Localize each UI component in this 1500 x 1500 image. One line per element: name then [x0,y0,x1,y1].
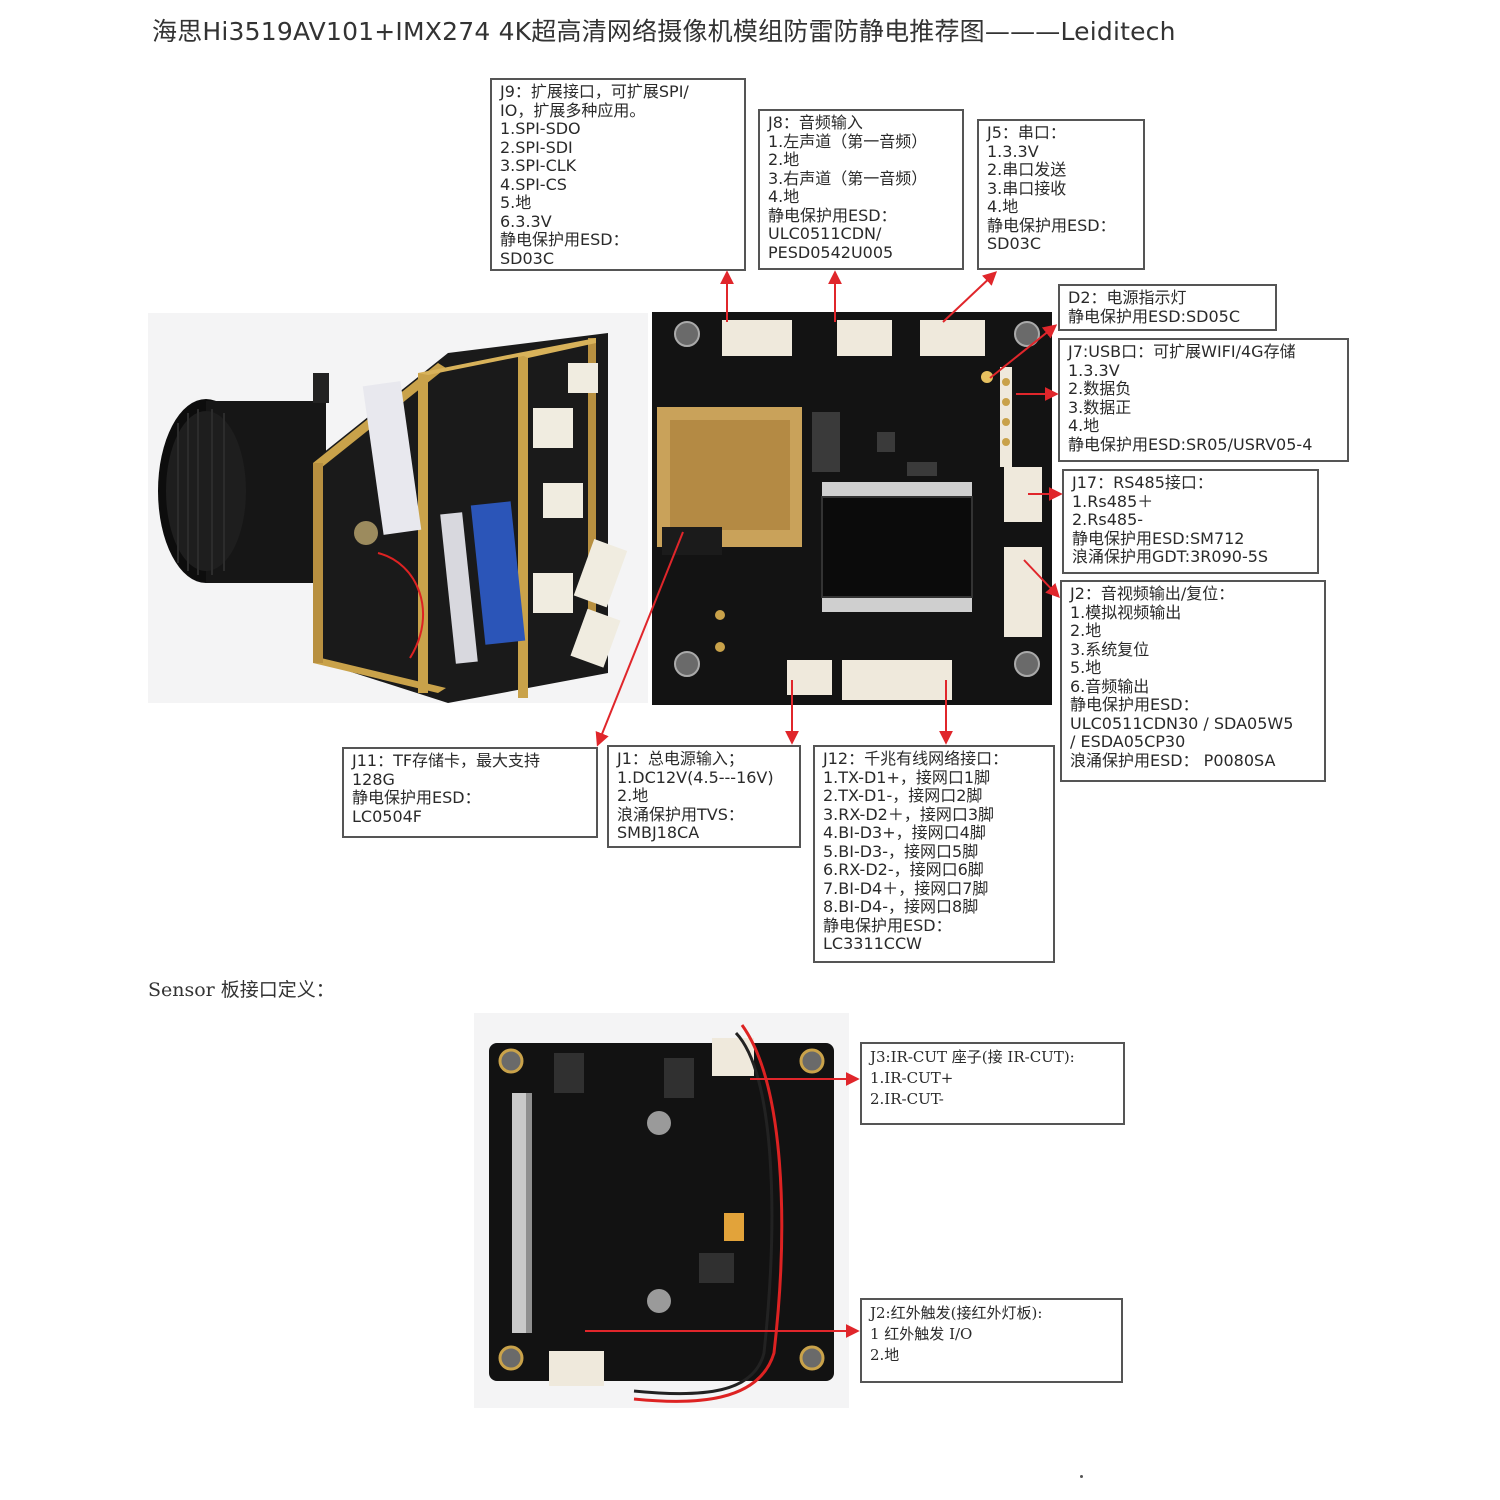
box-line: ULC0511CDN/ [768,224,882,243]
box-line: 5.地 [1070,658,1102,677]
box-line: 1.TX-D1+，接网口1脚 [823,767,991,787]
box-line: J1：总电源输入； [617,749,744,768]
box-line: J2：音视频输出/复位： [1070,584,1235,603]
box-line: 4.SPI-CS [500,174,567,194]
box-line: SMBJ18CA [617,823,700,842]
box-line: 2.Rs485- [1072,510,1144,529]
box-line: 静电保护用ESD： [352,788,481,807]
box-line: PESD0542U005 [768,242,894,262]
box-line: SD03C [987,234,1042,253]
box-line: J7:USB口：可扩展WIFI/4G存储 [1068,342,1296,361]
box-line: 2.地 [1070,621,1102,640]
box-line: 2.地 [870,1346,900,1364]
box-line: J11：TF存储卡，最大支持 [352,751,541,770]
box-line: 4.地 [768,187,800,206]
main-board-photo [652,312,1052,705]
box-line: 3.串口接收 [987,178,1067,198]
box-line: 1.IR-CUT+ [870,1069,954,1087]
j1-power-input-box: J1：总电源输入； 1.DC12V(4.5---16V) 2.地 浪涌保护用TV… [607,745,801,848]
box-line: 1 红外触发 I/O [870,1325,973,1343]
j12-ethernet-box: J12：千兆有线网络接口： 1.TX-D1+，接网口1脚 2.TX-D1-，接网… [813,745,1055,963]
j11-tf-card-box: J11：TF存储卡，最大支持 128G 静电保护用ESD： LC0504F [342,747,598,838]
box-line: 静电保护用ESD:SD05C [1068,306,1240,326]
stray-dot [1080,1475,1083,1478]
sensor-section-title: Sensor 板接口定义： [148,979,335,1001]
box-line: J2:红外触发(接红外灯板): [870,1304,1043,1322]
box-line: SD03C [500,248,555,268]
box-line: 2.SPI-SDI [500,137,573,157]
box-line: J8：音频输入 [768,113,863,132]
box-line: 2.串口发送 [987,160,1067,179]
box-line: 6.音频输出 [1070,676,1150,696]
j5-serial-box: J5：串口： 1.3.3V 2.串口发送 3.串口接收 4.地 静电保护用ESD… [977,119,1145,270]
box-line: LC0504F [352,806,423,826]
box-line: 浪涌保护用ESD： P0080SA [1070,750,1276,770]
box-line: / ESDA05CP30 [1070,732,1186,751]
box-line: 5.BI-D3-，接网口5脚 [823,841,979,861]
box-line: 8.BI-D4-，接网口8脚 [823,897,979,916]
box-line: 静电保护用ESD： [987,215,1116,235]
j2-av-output-box: J2：音视频输出/复位： 1.模拟视频输出 2.地 3.系统复位 5.地 6.音… [1060,580,1326,782]
box-line: LC3311CCW [823,934,922,953]
box-line: J17：RS485接口： [1072,473,1213,492]
box-line: ULC0511CDN30 / SDA05W5 [1070,713,1294,733]
box-line: 128G [352,769,395,789]
box-line: J12：千兆有线网络接口： [823,749,1009,768]
j17-rs485-box: J17：RS485接口： 1.Rs485＋ 2.Rs485- 静电保护用ESD:… [1062,469,1319,574]
box-line: 静电保护用ESD:SR05/USRV05-4 [1068,434,1313,454]
box-line: J9：扩展接口，可扩展SPI/ [500,82,689,101]
box-line: D2：电源指示灯 [1068,288,1187,307]
j8-audio-input-box: J8：音频输入 1.左声道（第一音频） 2.地 3.右声道（第一音频） 4.地 … [758,109,964,270]
box-line: 2.IR-CUT- [870,1090,944,1108]
box-line: 5.地 [500,193,532,212]
box-line: 1.3.3V [1068,360,1120,380]
box-line: 3.系统复位 [1070,639,1150,659]
box-line: 4.地 [1068,416,1100,435]
j2-ir-trigger-box: J2:红外触发(接红外灯板): 1 红外触发 I/O 2.地 [860,1298,1123,1383]
box-line: 1.3.3V [987,141,1039,161]
box-line: 3.数据正 [1068,397,1132,417]
box-line: 3.右声道（第一音频） [768,168,928,188]
box-line: 静电保护用ESD： [500,230,629,249]
box-line: 1.DC12V(4.5---16V) [617,767,774,787]
box-line: 2.数据负 [1068,379,1132,398]
j9-expansion-box: J9：扩展接口，可扩展SPI/ IO，扩展多种应用。 1.SPI-SDO 2.S… [490,78,746,271]
box-line: 1.Rs485＋ [1072,491,1154,511]
box-line: 3.RX-D2＋，接网口3脚 [823,804,995,824]
box-line: 2.地 [617,786,649,805]
box-line: 6.3.3V [500,211,552,231]
box-line: 4.BI-D3+，接网口4脚 [823,823,986,842]
d2-power-led-box: D2：电源指示灯 静电保护用ESD:SD05C [1058,284,1277,331]
box-line: 1.SPI-SDO [500,119,581,138]
box-line: 浪涌保护用GDT:3R090-5S [1072,547,1269,566]
box-line: 2.TX-D1-，接网口2脚 [823,786,983,805]
page-title: 海思Hi3519AV101+IMX274 4K超高清网络摄像机模组防雷防静电推荐… [152,17,1176,46]
box-line: J5：串口： [987,123,1066,142]
box-line: 静电保护用ESD： [768,205,897,225]
box-line: IO，扩展多种应用。 [500,100,646,120]
box-line: 1.模拟视频输出 [1070,602,1182,622]
box-line: 3.SPI-CLK [500,156,577,175]
box-line: 1.左声道（第一音频） [768,131,928,151]
box-line: 7.BI-D4＋，接网口7脚 [823,878,989,898]
sensor-board-photo [474,1013,849,1408]
box-line: 4.地 [987,197,1019,216]
box-line: 6.RX-D2-，接网口6脚 [823,860,984,879]
box-line: 静电保护用ESD:SM712 [1072,528,1245,548]
box-line: 浪涌保护用TVS： [617,804,744,824]
box-line: 静电保护用ESD： [823,915,952,935]
camera-module-photo [148,313,648,703]
box-line: J3:IR-CUT 座子(接 IR-CUT): [870,1048,1075,1066]
j7-usb-box: J7:USB口：可扩展WIFI/4G存储 1.3.3V 2.数据负 3.数据正 … [1058,338,1349,462]
box-line: 静电保护用ESD： [1070,695,1199,714]
box-line: 2.地 [768,150,800,169]
j3-ir-cut-box: J3:IR-CUT 座子(接 IR-CUT): 1.IR-CUT+ 2.IR-C… [860,1042,1125,1125]
